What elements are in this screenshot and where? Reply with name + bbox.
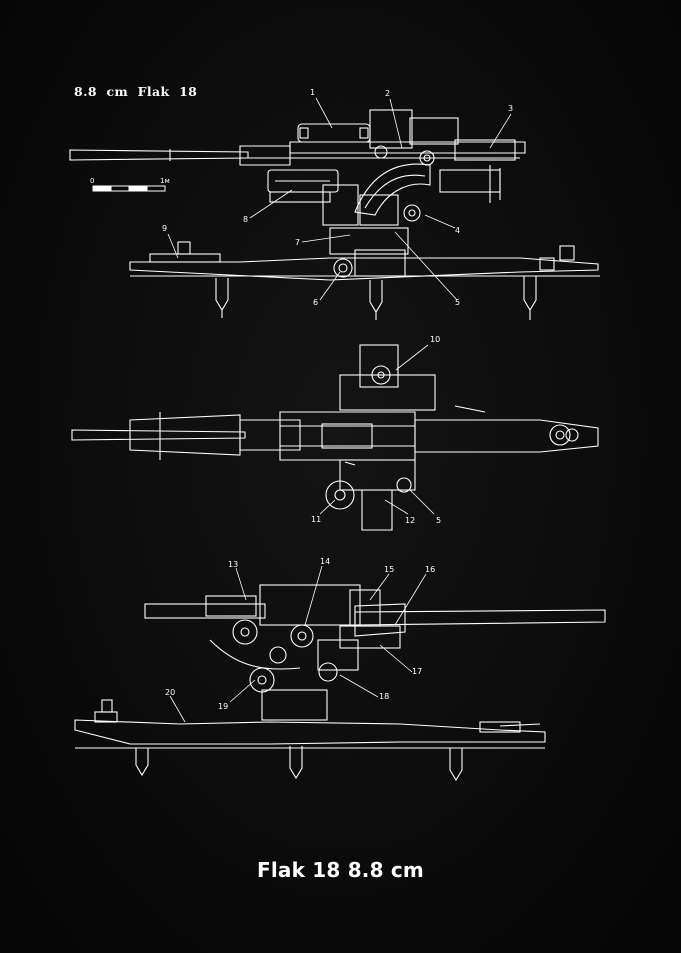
side-view-leaders xyxy=(167,97,512,301)
scale-start-label: 0 xyxy=(90,177,95,185)
callout-label: 1 xyxy=(310,88,316,97)
callout-label: 5 xyxy=(455,298,461,307)
callout-label: 10 xyxy=(430,335,441,344)
callout-label: 19 xyxy=(218,702,229,711)
callout-label: 6 xyxy=(313,298,319,307)
callout-label: 13 xyxy=(228,560,239,569)
callout-label: 9 xyxy=(162,224,168,233)
callout-label: 11 xyxy=(311,515,322,524)
callout-label: 5 xyxy=(436,516,442,525)
poster-title: Flak 18 8.8 cm xyxy=(257,858,424,882)
elevated-view-gun xyxy=(74,584,606,782)
callout-label: 12 xyxy=(405,516,416,525)
drawing-title: 8.8 cm Flak 18 xyxy=(74,84,198,99)
callout-label: 15 xyxy=(384,565,395,574)
scale-end-label: 1м xyxy=(160,177,170,185)
callout-label: 7 xyxy=(295,238,301,247)
callout-label: 4 xyxy=(455,226,461,235)
scale-bar-graphic xyxy=(92,185,166,192)
callout-label: 17 xyxy=(412,667,423,676)
top-view-leaders xyxy=(319,344,435,515)
elevated-view-leaders xyxy=(169,565,427,723)
callout-label: 18 xyxy=(379,692,390,701)
top-view-gun xyxy=(71,344,599,531)
callout-label: 16 xyxy=(425,565,436,574)
callout-label: 2 xyxy=(385,89,391,98)
callout-label: 8 xyxy=(243,215,249,224)
callout-label: 20 xyxy=(165,688,176,697)
callout-label: 3 xyxy=(508,104,514,113)
side-view-gun xyxy=(69,109,600,320)
callout-label: 14 xyxy=(320,557,331,566)
